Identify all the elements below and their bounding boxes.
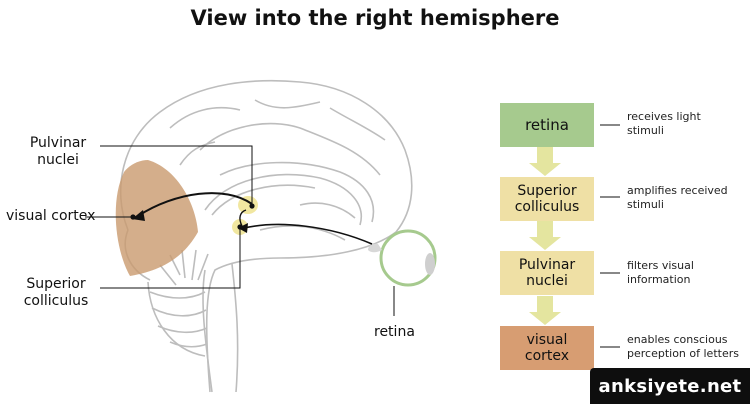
watermark: anksiyete.net [590, 368, 750, 404]
pulvinar-label: Pulvinar nuclei [29, 135, 87, 168]
arrowhead-colliculus [238, 223, 248, 233]
flow-box-retina: retina [500, 103, 594, 147]
flow-arrows [529, 147, 561, 325]
leader-lines [85, 145, 395, 316]
pulvinar-highlight [238, 196, 258, 214]
description-dashes [600, 124, 620, 348]
superior-colliculus-label: Superior colliculus [23, 276, 89, 309]
visual-cortex-highlight [115, 160, 198, 276]
colliculus-to-pulvinar-path [239, 209, 247, 227]
flow-box-pulvinar-nuclei: Pulvinar nuclei [500, 251, 594, 295]
flow-box-superior-colliculus: Superior colliculus [500, 177, 594, 221]
visual-cortex-label: visual cortex [6, 208, 96, 224]
description-superior-colliculus: amplifies received stimuli [627, 184, 728, 211]
description-pulvinar-nuclei: filters visual information [627, 259, 694, 286]
description-retina: receives light stimuli [627, 110, 701, 137]
eye-illustration [368, 229, 437, 287]
description-visual-cortex: enables conscious perception of letters [627, 333, 739, 360]
retina-label: retina [374, 324, 415, 340]
page-title: View into the right hemisphere [190, 6, 560, 30]
pulvinar-to-cortex-path [137, 192, 253, 217]
flow-box-visual-cortex: visual cortex [500, 326, 594, 370]
optic-path [243, 223, 373, 245]
